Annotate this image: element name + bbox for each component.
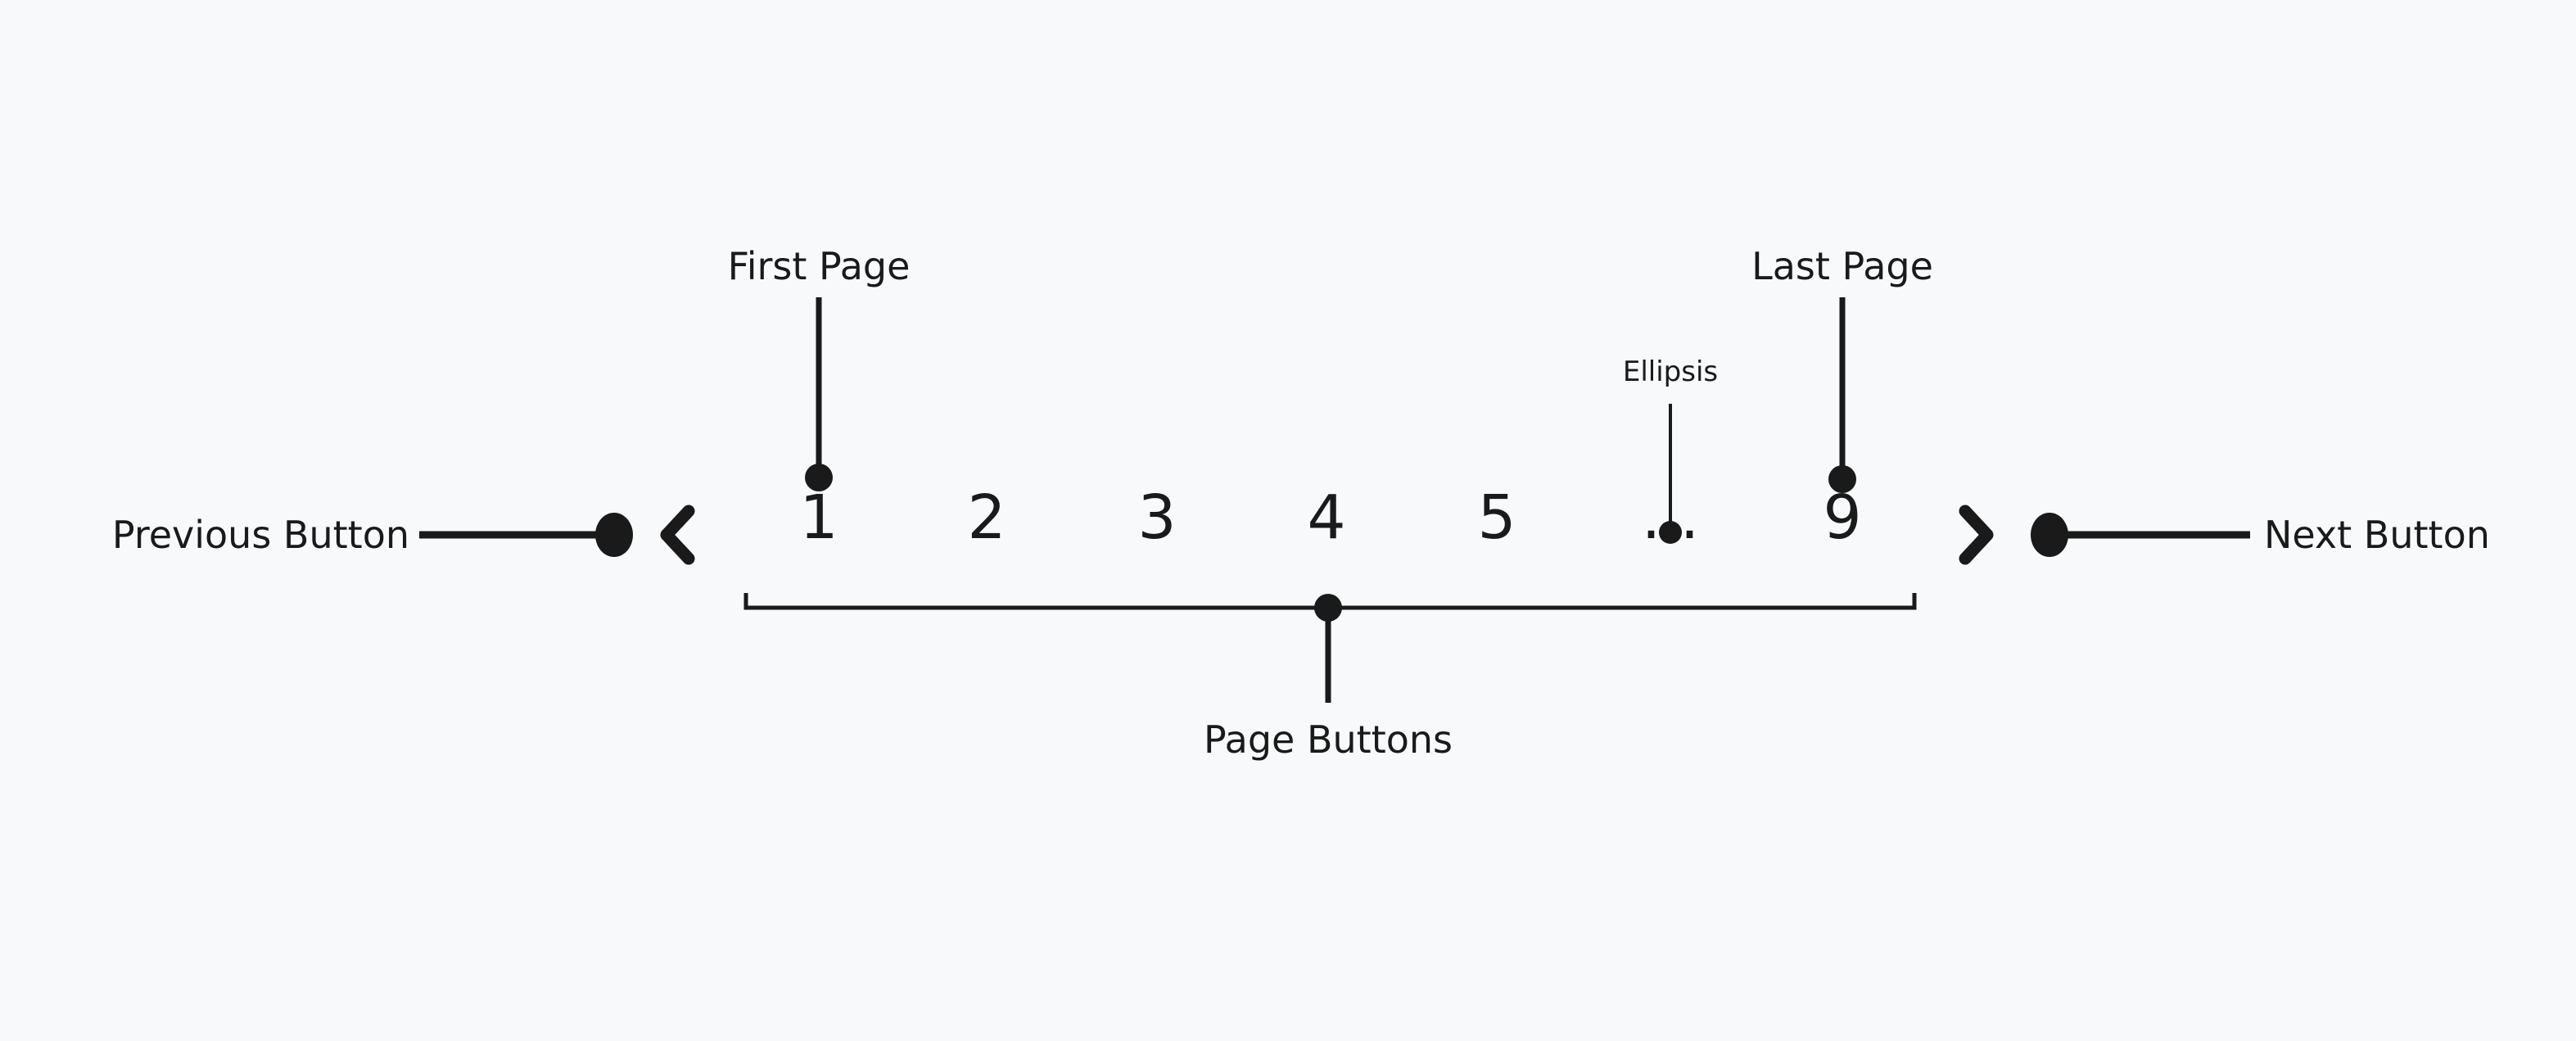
page-button-4[interactable]: 4 [1307,482,1346,553]
page-button-1[interactable]: 1 [799,482,838,553]
annotation-label-next-button: Next Button [2264,513,2490,557]
page-button-9[interactable]: 9 [1823,482,1862,553]
first-page-leader-dot [805,464,833,491]
next-button[interactable] [1950,501,2001,568]
previous-button-leader-dot [595,513,633,557]
previous-button[interactable] [653,501,703,568]
annotation-label-last-page: Last Page [1751,244,1933,288]
page-button-3[interactable]: 3 [1137,482,1177,553]
next-button-leader-dot [2031,513,2068,557]
chevron-right-icon [1959,505,1994,565]
page-button-2[interactable]: 2 [967,482,1006,553]
page-button-5[interactable]: 5 [1477,482,1516,553]
page-ellipsis: ... [1641,482,1700,553]
ellipsis-leader-dot [1659,521,1682,544]
annotation-label-first-page: First Page [727,244,911,288]
annotation-label-previous-button: Previous Button [111,513,409,557]
chevron-left-icon [660,505,695,565]
annotation-label-ellipsis: Ellipsis [1622,355,1719,388]
page-buttons-bracket-dot [1314,594,1342,622]
annotation-label-page-buttons: Page Buttons [1203,717,1453,762]
last-page-leader-dot [1828,465,1856,493]
